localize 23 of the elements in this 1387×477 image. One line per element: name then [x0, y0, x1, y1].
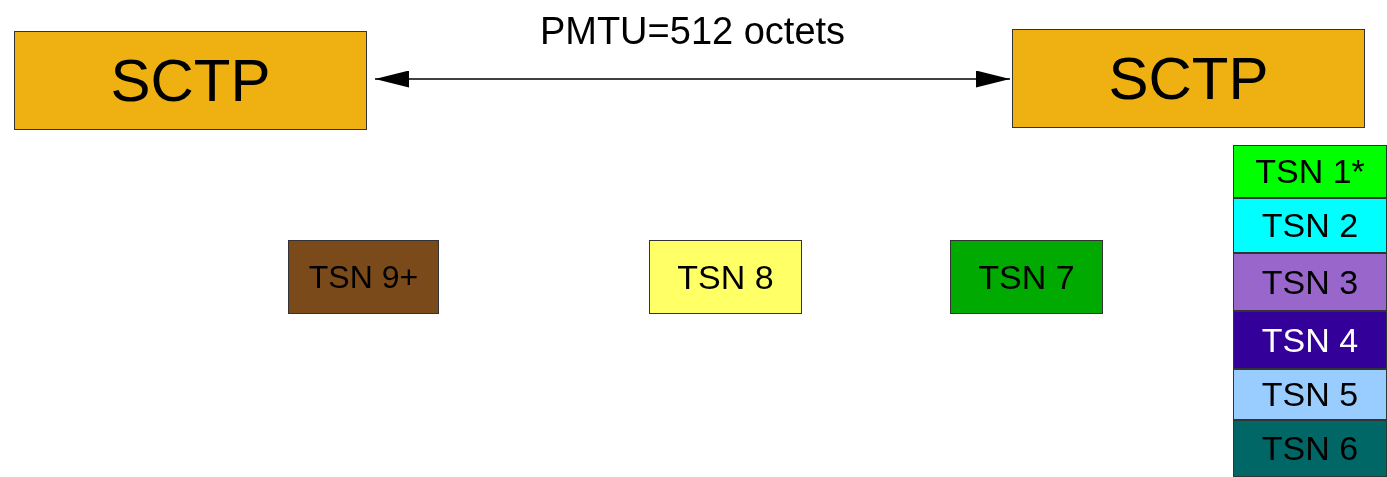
node-label: TSN 8	[677, 257, 774, 297]
node-label: TSN 4	[1261, 320, 1359, 360]
tsn-chunk-box	[950, 240, 1103, 314]
tsn-chunk-box	[1233, 311, 1387, 369]
node-label: TSN 3	[1261, 262, 1359, 302]
node-label: TSN 6	[1261, 429, 1359, 468]
node-label: TSN 1*	[1255, 152, 1365, 191]
node-label: SCTP	[1108, 44, 1269, 113]
protocol-box	[14, 31, 367, 130]
tsn-chunk-box	[1233, 369, 1387, 420]
tsn-chunk-box	[1233, 420, 1387, 477]
double-arrow	[374, 70, 1011, 88]
node-label: SCTP	[110, 46, 271, 115]
node-label: TSN 2	[1261, 206, 1359, 245]
tsn-chunk-box	[1233, 198, 1387, 253]
tsn-chunk-box	[1233, 253, 1387, 311]
tsn-chunk-box	[649, 240, 802, 314]
node-label: TSN 9+	[308, 258, 419, 296]
tsn-chunk-box	[288, 240, 439, 314]
node-label: TSN 5	[1261, 375, 1359, 414]
node-label: TSN 7	[978, 257, 1075, 297]
protocol-box	[1012, 29, 1365, 128]
tsn-chunk-box	[1233, 145, 1387, 198]
